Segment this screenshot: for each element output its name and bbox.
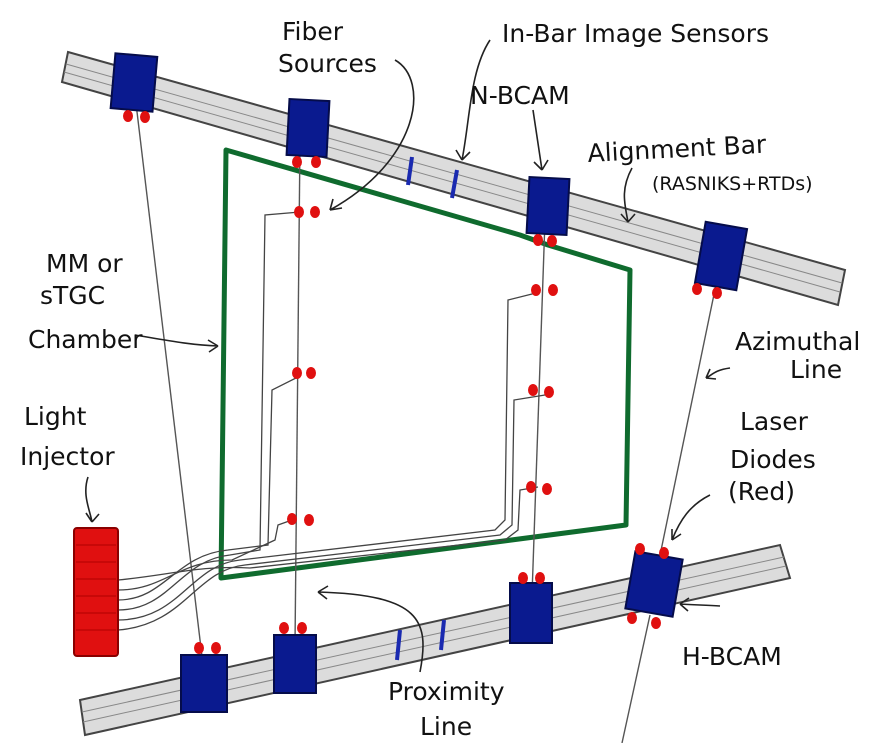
n-bcam (525, 175, 571, 237)
bcam-bottom-2 (273, 634, 317, 694)
label-chamber-1: MM or (46, 249, 123, 278)
h-bcam (624, 550, 684, 618)
label-light-injector-1: Light (24, 402, 87, 431)
label-azimuthal-2: Line (790, 355, 842, 384)
label-laser-diodes-3: (Red) (728, 477, 795, 506)
light-injector (73, 527, 119, 657)
labels: Fiber Sources In-Bar Image Sensors N-BCA… (20, 17, 860, 741)
label-laser-diodes-1: Laser (740, 407, 809, 436)
label-laser-diodes-2: Diodes (730, 445, 816, 474)
label-azimuthal-1: Azimuthal (735, 327, 860, 356)
bcam-top-1 (109, 52, 159, 113)
label-proximity-1: Proximity (388, 677, 505, 706)
bcam-bottom-1 (180, 654, 228, 713)
label-fiber-sources-1: Fiber (282, 17, 344, 46)
label-alignment-bar: Alignment Bar (587, 130, 768, 168)
bcam-top-4 (693, 220, 749, 292)
annotation-arrows (85, 39, 731, 673)
bcam-top-2 (285, 97, 331, 159)
label-fiber-sources-2: Sources (278, 49, 377, 78)
in-bar-sensor-band (395, 629, 402, 661)
laser-diodes (123, 110, 722, 654)
chamber-outline (218, 147, 633, 581)
optical-fibers (117, 211, 546, 631)
top-alignment-bar (60, 50, 847, 307)
label-light-injector-2: Injector (20, 442, 115, 471)
in-bar-sensor-band (439, 619, 446, 651)
label-proximity-2: Line (420, 712, 472, 741)
label-alignment-bar-sub: (RASNIKS+RTDs) (652, 173, 813, 195)
label-chamber-2: sTGC (40, 281, 105, 310)
in-bar-sensor-band (406, 156, 414, 186)
bcam-blocks (109, 52, 749, 713)
label-chamber-3: Chamber (28, 325, 143, 354)
label-in-bar-sensors: In-Bar Image Sensors (502, 19, 769, 48)
bcam-bottom-3 (509, 582, 553, 644)
in-bar-sensor-band (450, 169, 459, 199)
label-h-bcam: H-BCAM (682, 642, 782, 671)
label-n-bcam: N-BCAM (470, 81, 570, 110)
